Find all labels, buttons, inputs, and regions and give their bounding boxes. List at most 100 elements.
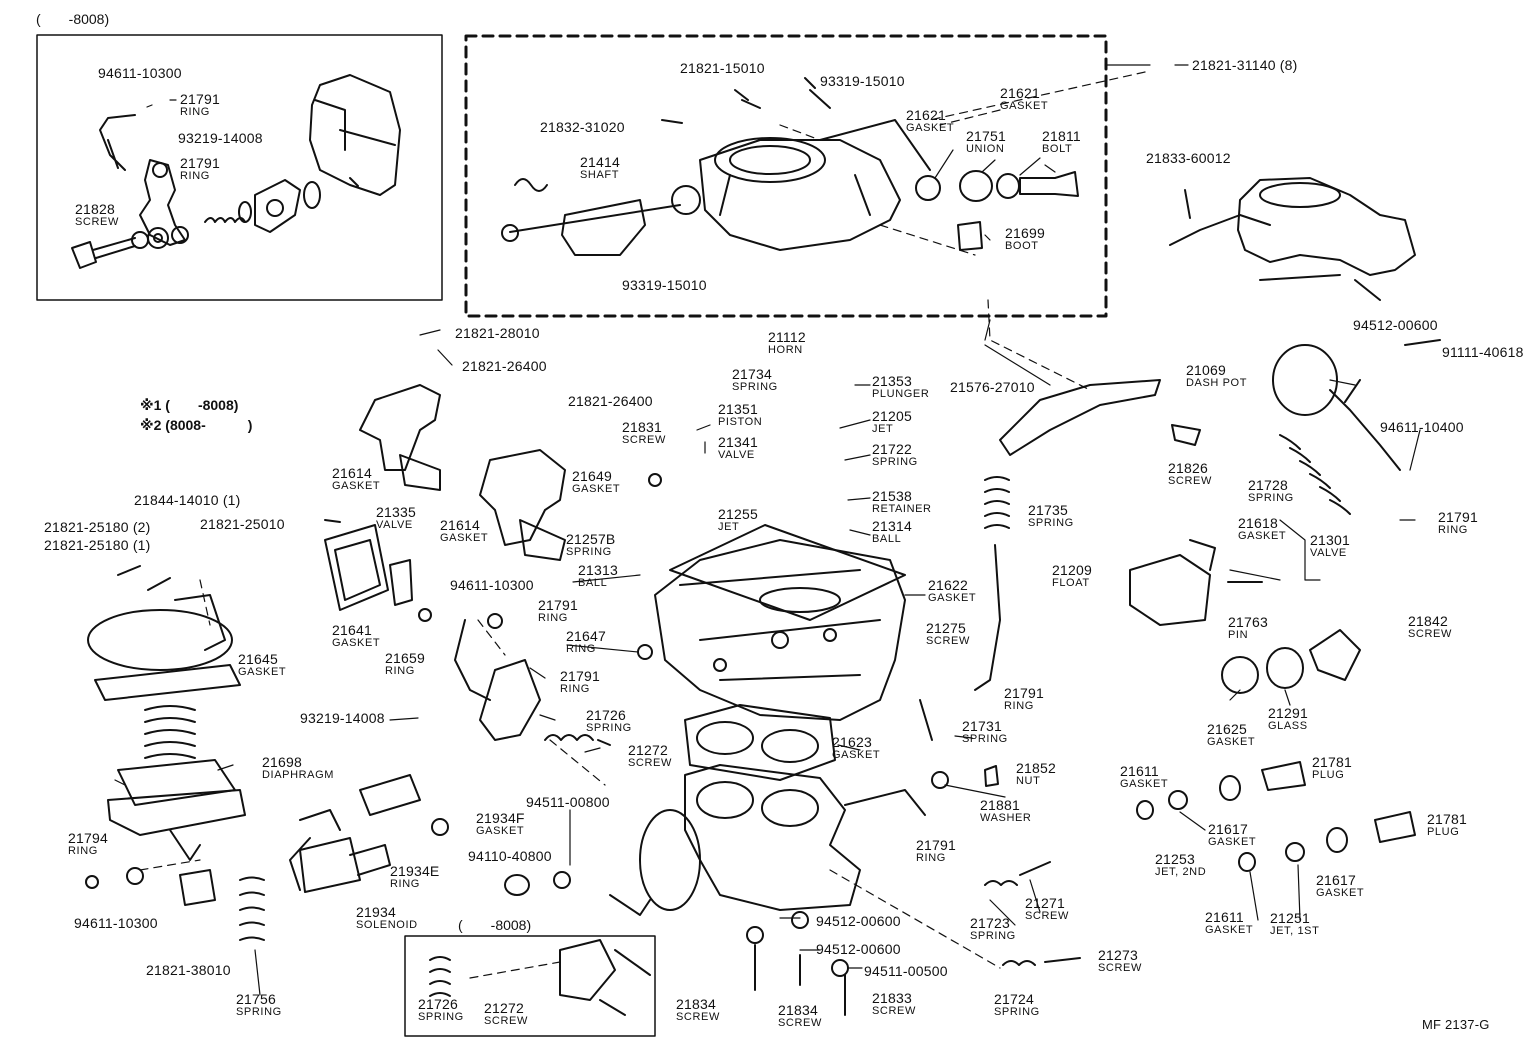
part-number: 21726 bbox=[586, 707, 626, 723]
part-name: BALL bbox=[872, 533, 902, 545]
part-number: 21828 bbox=[75, 201, 115, 217]
part-name: SCREW bbox=[628, 757, 672, 769]
part-number: 21821-28010 bbox=[455, 325, 540, 341]
part-name: GASKET bbox=[238, 666, 287, 678]
part-number: 94512-00600 bbox=[816, 941, 901, 957]
part-number: 21791 bbox=[538, 597, 578, 613]
part-number: 21253 bbox=[1155, 851, 1195, 867]
part-label-p46: 21821-25010 bbox=[200, 517, 285, 531]
part-name: SPRING bbox=[970, 930, 1016, 942]
part-name: GASKET bbox=[928, 592, 977, 604]
part-number: 21112 bbox=[768, 329, 806, 345]
part-number: 93319-15010 bbox=[622, 277, 707, 293]
part-name: DIAPHRAGM bbox=[262, 769, 335, 781]
union-21751 bbox=[959, 170, 993, 202]
part-number: 21069 bbox=[1186, 362, 1226, 378]
screw-21828 bbox=[71, 237, 136, 269]
part-name: WASHER bbox=[980, 812, 1032, 824]
part-number: 21698 bbox=[262, 754, 302, 770]
part-name: BALL bbox=[578, 577, 608, 589]
part-name: HORN bbox=[768, 344, 803, 356]
part-number: 21881 bbox=[980, 797, 1020, 813]
dashed-frame-top bbox=[464, 34, 1108, 318]
spring-21735 bbox=[984, 476, 1010, 529]
part-name: GASKET bbox=[1316, 887, 1365, 899]
part-number: 21257B bbox=[566, 531, 616, 547]
valve-housing-21614b bbox=[479, 449, 566, 546]
figure-code: MF 2137-G bbox=[1422, 1017, 1490, 1032]
part-number: 21621 bbox=[906, 107, 946, 123]
part-name: BOOT bbox=[1005, 240, 1039, 252]
part-number: 93219-14008 bbox=[300, 710, 385, 726]
part-name: RETAINER bbox=[872, 503, 932, 515]
choke-link-21576 bbox=[999, 379, 1161, 456]
choke-shaft bbox=[509, 204, 681, 233]
part-name: JET bbox=[718, 521, 740, 533]
part-name: PLUG bbox=[1427, 826, 1460, 838]
part-name: JET bbox=[872, 423, 894, 435]
part-number: 21811 bbox=[1042, 128, 1081, 144]
part-name: VALVE bbox=[1310, 547, 1347, 559]
inset-frame-bottom bbox=[404, 935, 656, 1037]
part-number: 21614 bbox=[332, 465, 372, 481]
gasket-21641 bbox=[324, 524, 389, 611]
part-name: DASH POT bbox=[1186, 377, 1248, 389]
part-number: 21723 bbox=[970, 915, 1010, 931]
part-number: 94611-10400 bbox=[1380, 419, 1464, 435]
part-label-p03: 93219-14008 bbox=[178, 131, 263, 145]
part-name: GASKET bbox=[1205, 924, 1254, 936]
part-number: 21791 bbox=[1438, 509, 1478, 525]
part-name: SCREW bbox=[1168, 475, 1212, 487]
part-name: GASKET bbox=[440, 532, 489, 544]
part-name: PLUG bbox=[1312, 769, 1345, 781]
part-number: 21351 bbox=[718, 401, 758, 417]
part-number: 21852 bbox=[1016, 760, 1056, 776]
part-number: 21791 bbox=[180, 155, 220, 171]
part-name: RING bbox=[916, 852, 946, 864]
part-name: GASKET bbox=[906, 122, 955, 134]
part-label-p43: 21844-14010 (1) bbox=[134, 493, 241, 507]
part-number: 93219-14008 bbox=[178, 130, 263, 146]
part-name: GASKET bbox=[1238, 530, 1287, 542]
part-label-p18: 21821-28010 bbox=[455, 326, 540, 340]
part-label-p06: 21821-15010 bbox=[680, 61, 765, 75]
part-name: SCREW bbox=[484, 1015, 528, 1027]
fast-idle-cam bbox=[254, 179, 301, 233]
part-number: 94512-00600 bbox=[1353, 317, 1438, 333]
part-number: 21255 bbox=[718, 506, 758, 522]
part-number: 94611-10300 bbox=[98, 65, 182, 81]
part-name: SCREW bbox=[1408, 628, 1452, 640]
part-name: GASKET bbox=[832, 749, 881, 761]
part-name: SCREW bbox=[676, 1011, 720, 1023]
part-name: SPRING bbox=[962, 733, 1008, 745]
part-name: RING bbox=[1438, 524, 1468, 536]
part-number: 21272 bbox=[484, 1000, 524, 1016]
part-label-p45: 21821-25180 (1) bbox=[44, 538, 151, 552]
